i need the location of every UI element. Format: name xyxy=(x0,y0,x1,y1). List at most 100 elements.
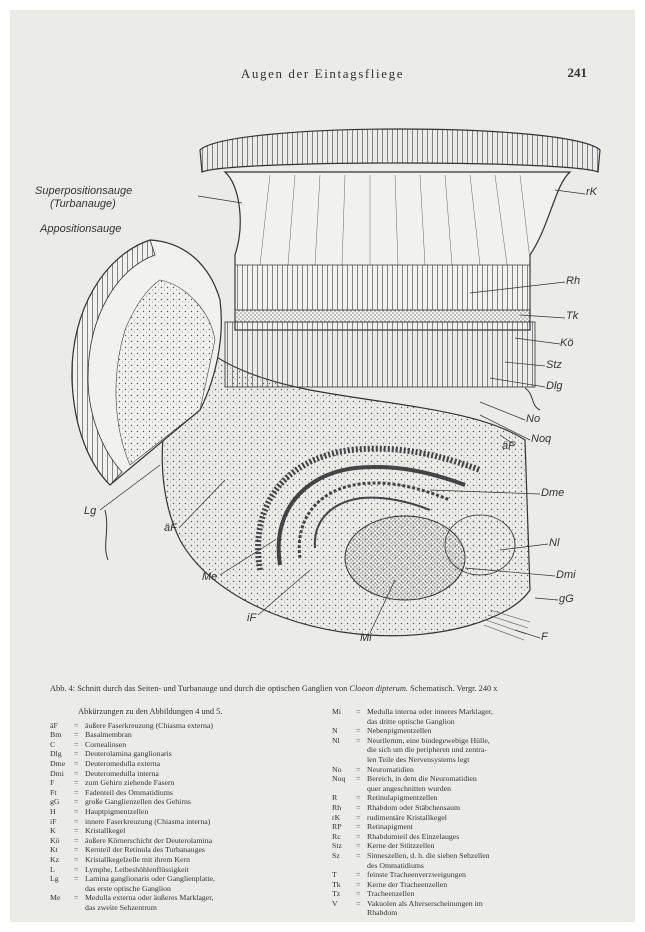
legend-abbreviation: Lg xyxy=(50,874,74,893)
legend-abbreviation: Sz xyxy=(332,851,356,870)
legend-equals: = xyxy=(74,865,85,875)
legend-definition-line: Neurilemm, eine bindegewebige Hülle, xyxy=(367,736,600,746)
legend-equals: = xyxy=(356,899,367,918)
legend-definition-line: Rhabdomteil des Einzelauges xyxy=(367,832,600,842)
legend-abbreviation: rK xyxy=(332,813,356,823)
label-appositionsauge: Appositionsauge xyxy=(40,223,121,235)
book-page: Augen der Eintagsfliege 241 xyxy=(10,10,635,922)
legend-equals: = xyxy=(74,721,85,731)
legend-definition: Deuteromedulla interna xyxy=(85,769,322,779)
legend-entry: Kt=Kernteil der Retinula des Turbanauges xyxy=(50,845,322,855)
caption-genus: Cloeon xyxy=(349,684,373,693)
legend-abbreviation: gG xyxy=(50,797,74,807)
legend-definition: äußere Faserkreuzung (Chiasma externa) xyxy=(85,721,322,731)
label-Noq: Noq xyxy=(531,433,551,445)
legend-definition-line: Deuteromedulla interna xyxy=(85,769,322,779)
legend-definition-line: Deuteromedulla externa xyxy=(85,759,322,769)
legend-definition-line: Retinulapigmentzellen xyxy=(367,793,600,803)
legend-definition-line: Rhabdom oder Stäbchensaum xyxy=(367,803,600,813)
legend-abbreviation: RP xyxy=(332,822,356,832)
legend-abbreviation: Dmi xyxy=(50,769,74,779)
legend-abbreviation: N xyxy=(332,726,356,736)
legend-definition-line: große Ganglienzellen des Gehirns xyxy=(85,797,322,807)
legend-equals: = xyxy=(74,893,85,912)
legend-abbreviation: Me xyxy=(50,893,74,912)
legend-abbreviation: V xyxy=(332,899,356,918)
legend-abbreviation: K xyxy=(50,826,74,836)
legend-entry: Me=Medulla externa oder äußeres Marklage… xyxy=(50,893,322,912)
legend-abbreviation: Stz xyxy=(332,841,356,851)
caption-suffix: Schematisch. Vergr. 240 x xyxy=(410,684,497,693)
legend-definition: Bereich, in dem die Neuromatidienquer an… xyxy=(367,774,600,793)
legend-definition-line: das dritte optische Ganglion xyxy=(367,717,600,727)
legend-definition: Deuteromedulla externa xyxy=(85,759,322,769)
legend-definition: Medulla interna oder inneres Marklager,d… xyxy=(367,707,600,726)
legend-definition-line: die sich um die peripheren und zentra- xyxy=(367,745,600,755)
legend-equals: = xyxy=(356,889,367,899)
legend-equals: = xyxy=(356,707,367,726)
medulla-interna xyxy=(345,516,465,600)
legend-definition-line: das erste optische Ganglion xyxy=(85,884,322,894)
legend-abbreviation: Dme xyxy=(50,759,74,769)
legend-definition-line: Fadenteil des Ommatidiums xyxy=(85,788,322,798)
legend-entry: Rc=Rhabdomteil des Einzelauges xyxy=(332,832,600,842)
legend-equals: = xyxy=(74,749,85,759)
legend-definition: Fadenteil des Ommatidiums xyxy=(85,788,322,798)
label-iF: iF xyxy=(247,612,256,624)
legend-equals: = xyxy=(74,730,85,740)
legend-abbreviation: Dlg xyxy=(50,749,74,759)
legend-definition: Medulla externa oder äußeres Marklager,d… xyxy=(85,893,322,912)
legend-equals: = xyxy=(356,813,367,823)
legend-abbreviation: äF xyxy=(50,721,74,731)
rhabdom-band xyxy=(235,265,530,310)
legend-entry: H=Hauptpigmentzellen xyxy=(50,807,322,817)
legend-entry: Stz=Kerne der Stützzellen xyxy=(332,841,600,851)
legend-definition-line: äußere Körnerschicht der Deuterolamina xyxy=(85,836,322,846)
legend-entry: F=zum Gehirn ziehende Fasern xyxy=(50,778,322,788)
legend-definition-line: len Teile des Nervensystems legt xyxy=(367,755,600,765)
legend-equals: = xyxy=(74,797,85,807)
legend-entry: gG=große Ganglienzellen des Gehirns xyxy=(50,797,322,807)
abbreviation-legend-right: Mi=Medulla interna oder inneres Marklage… xyxy=(332,707,600,918)
legend-definition-line: innere Faserkreuzung (Chiasma interna) xyxy=(85,817,322,827)
legend-equals: = xyxy=(356,822,367,832)
legend-equals: = xyxy=(74,817,85,827)
legend-definition-line: Medulla externa oder äußeres Marklager, xyxy=(85,893,322,903)
legend-definition: Retinapigment xyxy=(367,822,600,832)
legend-abbreviation: H xyxy=(50,807,74,817)
legend-equals: = xyxy=(74,845,85,855)
legend-equals: = xyxy=(356,736,367,765)
legend-abbreviation: Nl xyxy=(332,736,356,765)
legend-definition-line: Kristallkegel xyxy=(85,826,322,836)
legend-definition: Kerne der Tracheenzellen xyxy=(367,880,600,890)
legend-definition-line: zum Gehirn ziehende Fasern xyxy=(85,778,322,788)
legend-equals: = xyxy=(356,832,367,842)
legend-equals: = xyxy=(74,826,85,836)
legend-definition: Lymphe, Leibeshöhlenflüssigkeit xyxy=(85,865,322,875)
legend-definition: Hauptpigmentzellen xyxy=(85,807,322,817)
label-Rh: Rh xyxy=(566,275,580,287)
legend-entry: Kz=Kristallkegelzelle mit ihrem Kern xyxy=(50,855,322,865)
legend-entry: Tk=Kerne der Tracheenzellen xyxy=(332,880,600,890)
abbreviation-legend-left: Abkürzungen zu den Abbildungen 4 und 5. … xyxy=(50,707,322,912)
legend-definition: Basalmembran xyxy=(85,730,322,740)
legend-definition-line: Kernteil der Retinula des Turbanauges xyxy=(85,845,322,855)
legend-entry: rK=rudimentäre Kristallkegel xyxy=(332,813,600,823)
legend-entry: Lg=Lamina ganglionaris oder Ganglienplat… xyxy=(50,874,322,893)
legend-definition: große Ganglienzellen des Gehirns xyxy=(85,797,322,807)
turban-eye-cornea xyxy=(200,129,600,172)
legend-abbreviation: No xyxy=(332,765,356,775)
legend-definition-line: Deuterolamina ganglionaris xyxy=(85,749,322,759)
legend-definition-line: Neuromatidien xyxy=(367,765,600,775)
label-turbanauge: (Turbanauge) xyxy=(50,198,116,210)
label-Lg: Lg xyxy=(84,505,96,517)
legend-definition: Deuterolamina ganglionaris xyxy=(85,749,322,759)
legend-definition: Kernteil der Retinula des Turbanauges xyxy=(85,845,322,855)
legend-entry: C=Cornealinsen xyxy=(50,740,322,750)
legend-entry: Sz=Sinneszellen, d. h. die sieben Sehzel… xyxy=(332,851,600,870)
legend-equals: = xyxy=(356,880,367,890)
legend-definition-line: Kerne der Stützzellen xyxy=(367,841,600,851)
figure-caption: Abb. 4: Schnitt durch das Seiten- und Tu… xyxy=(50,683,610,694)
legend-entry: Kö=äußere Körnerschicht der Deuterolamin… xyxy=(50,836,322,846)
